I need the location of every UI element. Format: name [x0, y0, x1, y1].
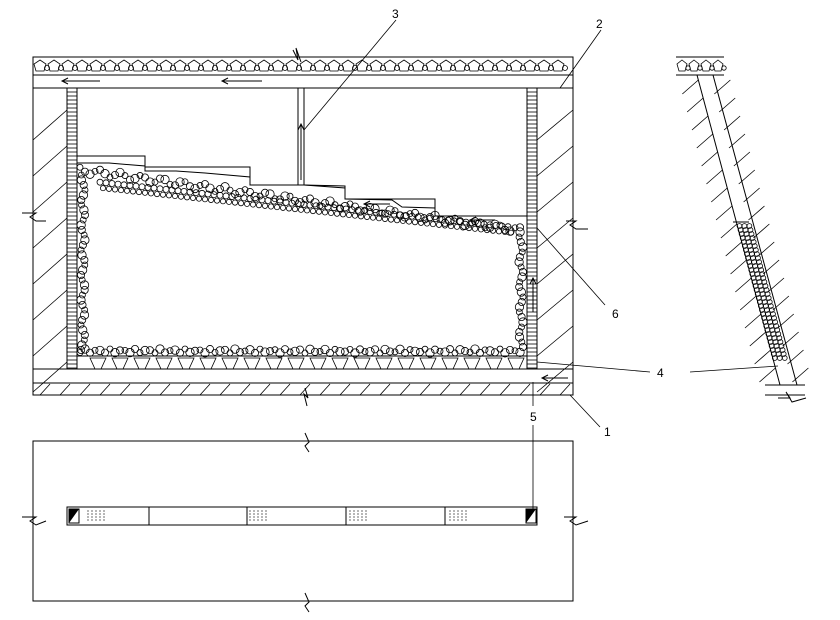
- left-arrow-icon: [468, 216, 495, 224]
- left-raise: [66, 87, 78, 370]
- elevation-view: [22, 47, 588, 407]
- flow-arrows: [60, 77, 568, 382]
- elevation-frame: [32, 56, 574, 396]
- left-arrow-icon: [540, 374, 568, 382]
- fill-pattern-icon: [676, 59, 727, 72]
- callout-5: 5: [530, 410, 537, 424]
- stope-step-outline: [77, 162, 527, 217]
- break-symbol-icon: [22, 212, 46, 222]
- ore-rim: [76, 163, 528, 358]
- callout-labels: 1 2 3 4 5 6: [392, 7, 664, 439]
- break-symbol-icon: [778, 391, 807, 403]
- top-backfill-band: [33, 59, 573, 89]
- right-raise-plan: [525, 508, 537, 524]
- plan-frame: [32, 440, 574, 602]
- callout-leaders: [303, 19, 779, 510]
- break-symbol-icon: [22, 516, 47, 526]
- break-symbol-icon: [566, 220, 588, 230]
- side-ore-fill: [736, 223, 788, 361]
- callout-4: 4: [657, 366, 664, 380]
- right-raise: [526, 87, 538, 370]
- break-symbol-icon: [304, 432, 310, 453]
- fill-pattern-icon: [87, 510, 467, 521]
- break-symbol-icon: [564, 516, 589, 526]
- break-symbol-icon: [292, 47, 302, 63]
- right-wall-rock: [536, 109, 574, 393]
- break-symbol-icon: [303, 387, 309, 407]
- fill-pattern-icon: [33, 59, 568, 72]
- callout-2: 2: [596, 17, 603, 31]
- callout-6: 6: [612, 307, 619, 321]
- drawpoints: [89, 357, 525, 370]
- callout-3: 3: [392, 7, 399, 21]
- haulage-drift: [33, 368, 573, 396]
- plan-stope-strip: [66, 506, 538, 526]
- left-arrow-icon: [362, 200, 390, 208]
- up-arrow-icon: [529, 276, 537, 312]
- side-section-view: [676, 56, 809, 403]
- up-arrow-icon: [297, 122, 305, 180]
- break-symbol-icon: [304, 592, 310, 613]
- left-arrow-icon: [60, 77, 100, 85]
- left-raise-plan: [68, 508, 80, 524]
- left-arrow-icon: [220, 77, 262, 85]
- left-wall-rock: [32, 109, 68, 393]
- callout-1: 1: [604, 425, 611, 439]
- plan-view: [22, 432, 589, 613]
